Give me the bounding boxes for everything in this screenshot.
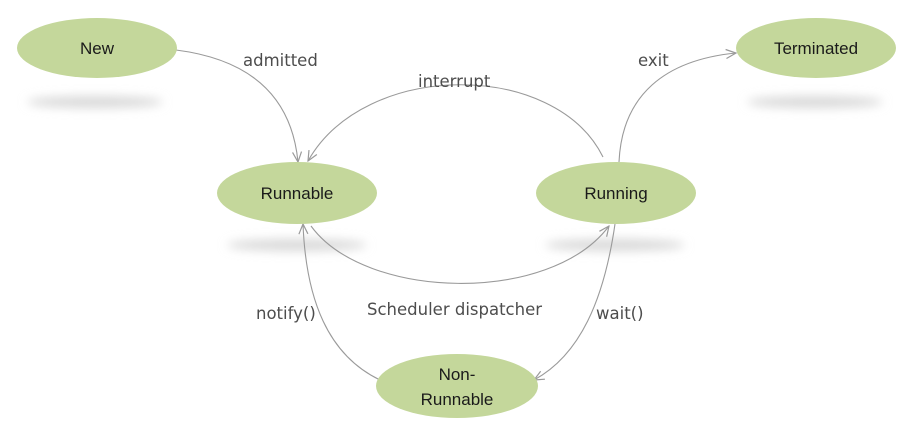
state-running-label: Running xyxy=(584,184,647,203)
notify-edge xyxy=(303,224,381,381)
state-terminated-label: Terminated xyxy=(774,39,858,58)
state-terminated-oval xyxy=(736,18,896,78)
terminated-shadow xyxy=(747,96,883,108)
state-new-label: New xyxy=(80,39,115,58)
exit-label: exit xyxy=(638,51,669,70)
notify-label: notify() xyxy=(256,304,316,323)
state-terminated: Terminated xyxy=(736,18,896,78)
state-shadows xyxy=(27,96,883,251)
wait-label: wait() xyxy=(596,304,644,323)
state-runnable-label: Runnable xyxy=(261,184,334,203)
scheduler-dispatcher-edge xyxy=(310,226,609,284)
state-running: Running xyxy=(536,162,696,224)
new-shadow xyxy=(27,96,163,108)
wait-edge xyxy=(534,223,616,380)
state-new-oval xyxy=(17,18,177,78)
state-non-runnable-oval xyxy=(376,354,538,418)
state-runnable-oval xyxy=(217,162,377,224)
state-new: New xyxy=(17,18,177,78)
runnable-shadow xyxy=(227,239,367,251)
admitted-label: admitted xyxy=(243,51,318,70)
state-non-runnable: Non- Runnable xyxy=(376,354,538,418)
exit-edge xyxy=(618,53,736,163)
transitions xyxy=(175,49,736,381)
transition-labels: admitted interrupt exit Scheduler dispat… xyxy=(243,51,669,323)
scheduler-dispatcher-label: Scheduler dispatcher xyxy=(367,300,542,319)
state-running-oval xyxy=(536,162,696,224)
interrupt-edge xyxy=(308,84,604,161)
admitted-edge xyxy=(175,49,298,162)
interrupt-label: interrupt xyxy=(418,72,491,91)
state-non-runnable-label-line2: Runnable xyxy=(421,390,494,409)
state-runnable: Runnable xyxy=(217,162,377,224)
running-shadow xyxy=(545,239,685,251)
state-non-runnable-label-line1: Non- xyxy=(439,365,476,384)
